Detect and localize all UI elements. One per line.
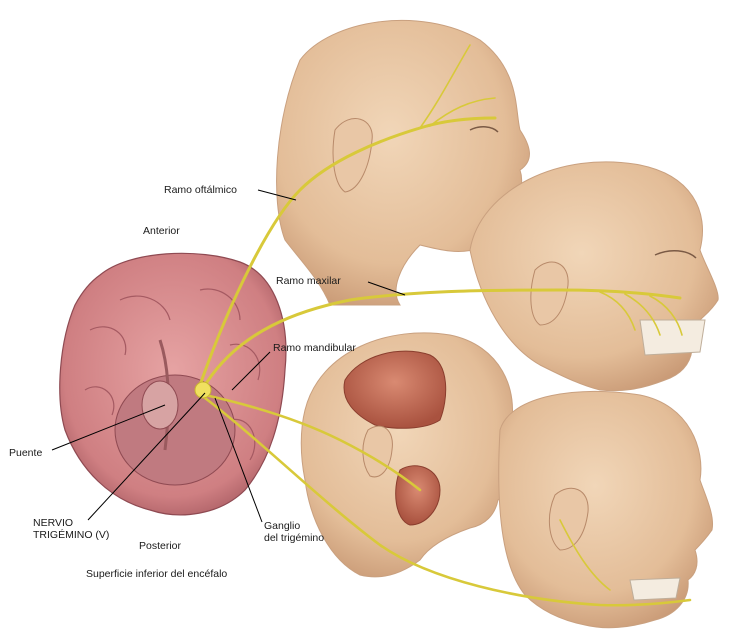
- trigeminal-nerves: [198, 44, 692, 607]
- label-anterior: Anterior: [143, 225, 180, 237]
- leader-ramo-oftalmico: [257, 189, 297, 201]
- leader-ramo-maxilar: [367, 281, 406, 296]
- label-puente: Puente: [9, 447, 43, 459]
- label-superficie: Superficie inferior del encéfalo: [86, 568, 228, 580]
- leader-nervio-trigemino: [87, 392, 206, 521]
- leader-ganglio: [214, 397, 263, 523]
- head-skull: [498, 390, 714, 629]
- label-posterior: Posterior: [139, 540, 182, 552]
- trigeminal-ganglion-dot: [194, 381, 212, 399]
- label-ramo-maxilar: Ramo maxilar: [276, 275, 341, 287]
- label-ramo-oftalmico: Ramo oftálmico: [164, 184, 237, 196]
- label-ganglio: Ganglio del trigémino: [264, 520, 325, 544]
- leader-puente: [51, 404, 166, 451]
- leader-lines: [51, 189, 406, 523]
- head-mandibular: [300, 332, 518, 578]
- brain-inferior: [59, 252, 287, 516]
- label-nervio-trigemino: NERVIO TRIGÉMINO (V): [33, 517, 110, 541]
- label-ramo-mandibular: Ramo mandibular: [273, 342, 356, 354]
- leader-ramo-mandibular: [231, 351, 271, 391]
- head-maxillary: [469, 161, 719, 392]
